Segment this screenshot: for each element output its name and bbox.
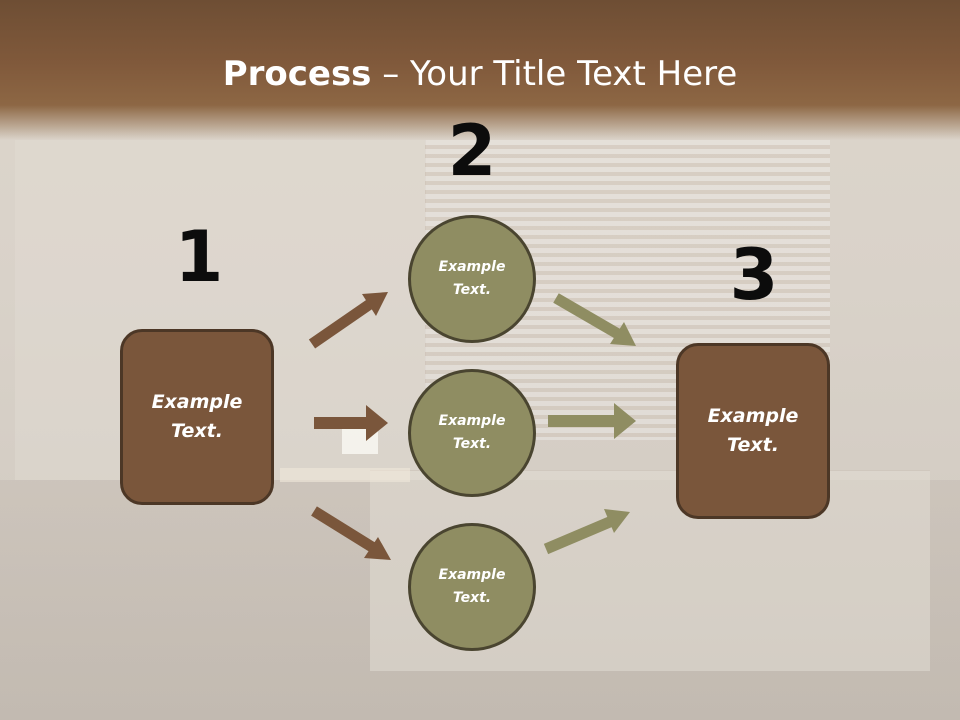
step-number-3: 3 <box>729 234 779 316</box>
arrow-to-bottom-circle <box>311 506 391 560</box>
right-box-line1: Example <box>707 405 799 427</box>
arrow-bottom-to-right-box <box>543 509 630 555</box>
left-box-line2: Text. <box>171 420 223 442</box>
bottom-circle-line1: Example <box>438 567 506 583</box>
right-box-line2: Text. <box>727 434 779 456</box>
title-rest: – Your Title Text Here <box>371 54 738 94</box>
step-number-1: 1 <box>174 216 224 298</box>
arrow-middle-to-right-box <box>548 403 636 439</box>
arrow-top-to-right-box <box>553 293 636 346</box>
header-band <box>0 0 960 140</box>
title-bold: Process <box>222 54 372 94</box>
arrow-to-middle-circle <box>314 405 388 441</box>
right-process-box: Example Text. <box>676 343 830 519</box>
slide-title: Process – Your Title Text Here <box>0 50 960 98</box>
top-circle-line2: Text. <box>452 282 492 298</box>
middle-circle: Example Text. <box>408 369 536 497</box>
bottom-circle: Example Text. <box>408 523 536 651</box>
top-circle: Example Text. <box>408 215 536 343</box>
arrow-to-top-circle <box>308 292 388 349</box>
left-process-box: Example Text. <box>120 329 274 505</box>
middle-circle-line2: Text. <box>452 436 492 452</box>
step-number-2: 2 <box>447 110 497 192</box>
left-box-line1: Example <box>151 391 243 413</box>
bottom-circle-line2: Text. <box>452 590 492 606</box>
middle-circle-line1: Example <box>438 413 506 429</box>
background-side-table <box>280 468 410 482</box>
top-circle-line1: Example <box>438 259 506 275</box>
